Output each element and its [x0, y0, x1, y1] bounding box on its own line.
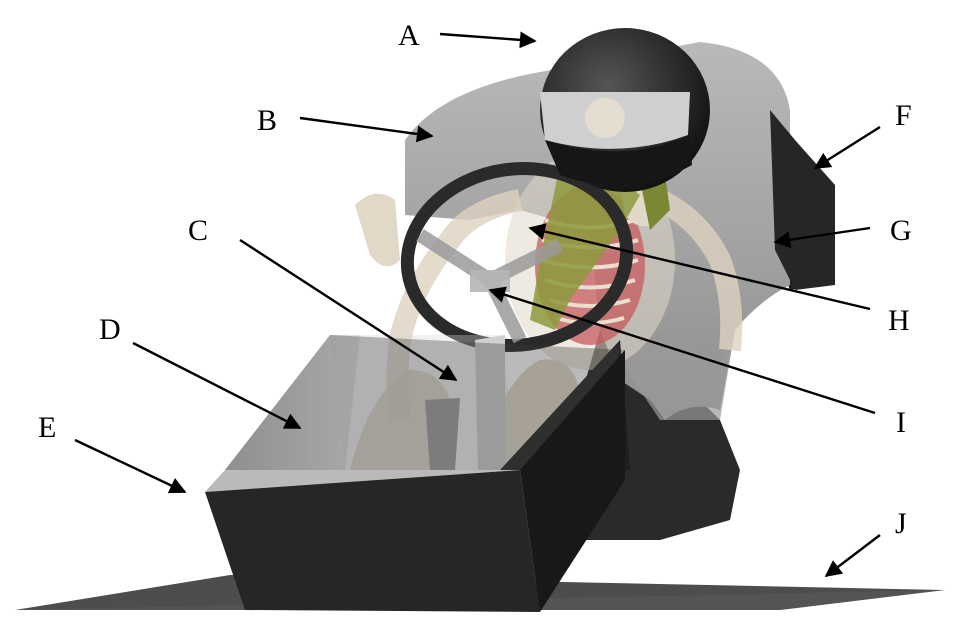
label-b: B: [257, 104, 277, 137]
arrow-a: [440, 34, 535, 41]
arrow-b: [300, 118, 432, 136]
label-c: C: [188, 214, 208, 247]
foot-box: [205, 335, 630, 612]
arrow-f: [815, 127, 880, 168]
arrow-d: [133, 343, 300, 428]
label-h: H: [888, 304, 910, 337]
arrow-j: [826, 535, 880, 576]
label-d: D: [99, 313, 121, 346]
label-e: E: [38, 411, 56, 444]
label-a: A: [398, 19, 420, 52]
label-f: F: [895, 99, 912, 132]
label-g: G: [890, 214, 912, 247]
label-i: I: [896, 406, 906, 439]
helmet: [540, 28, 710, 192]
arrow-e: [75, 440, 185, 492]
label-j: J: [895, 507, 907, 540]
